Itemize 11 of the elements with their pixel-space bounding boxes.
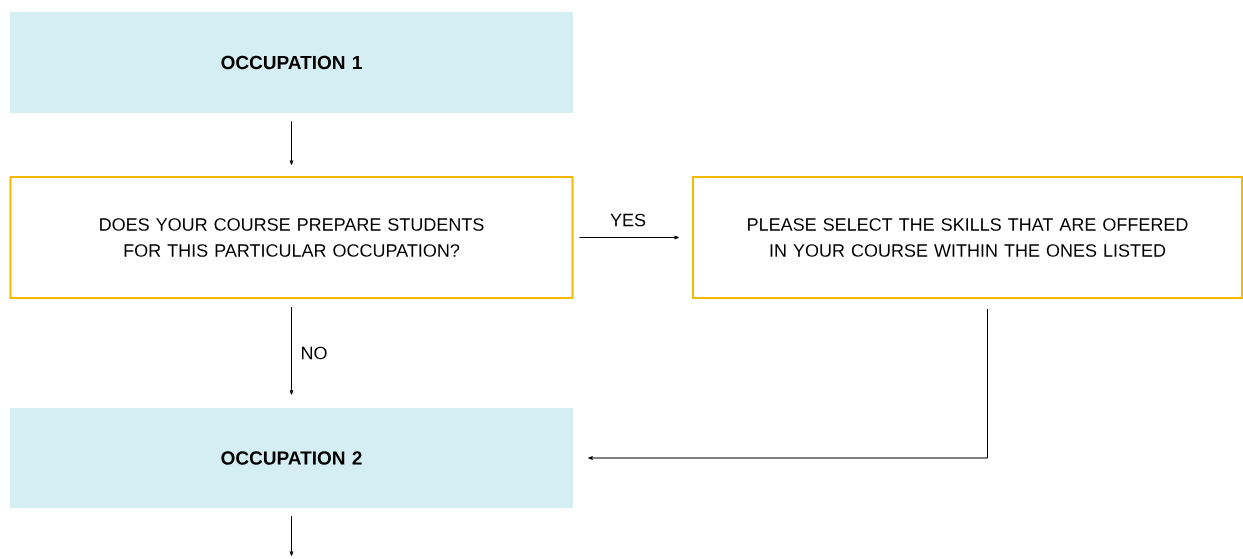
arrow xyxy=(289,120,294,165)
question-box: PLEASE SELECT THE SKILLS THAT ARE OFFERED IN YOUR COURSE WITHIN THE ONES LISTED xyxy=(692,176,1243,299)
arrow xyxy=(289,306,294,395)
heading-band: OCCUPATION 1 xyxy=(10,12,573,113)
heading-band: OCCUPATION 2 xyxy=(10,408,573,508)
edge-label: YES xyxy=(608,211,648,229)
edge-label: NO xyxy=(298,344,330,362)
question-box: DOES YOUR COURSE PREPARE STUDENTS FOR THIS PARTICULAR OCCUPATION? xyxy=(9,176,574,299)
arrow xyxy=(289,515,294,556)
arrow xyxy=(588,308,988,460)
arrow xyxy=(579,235,679,240)
